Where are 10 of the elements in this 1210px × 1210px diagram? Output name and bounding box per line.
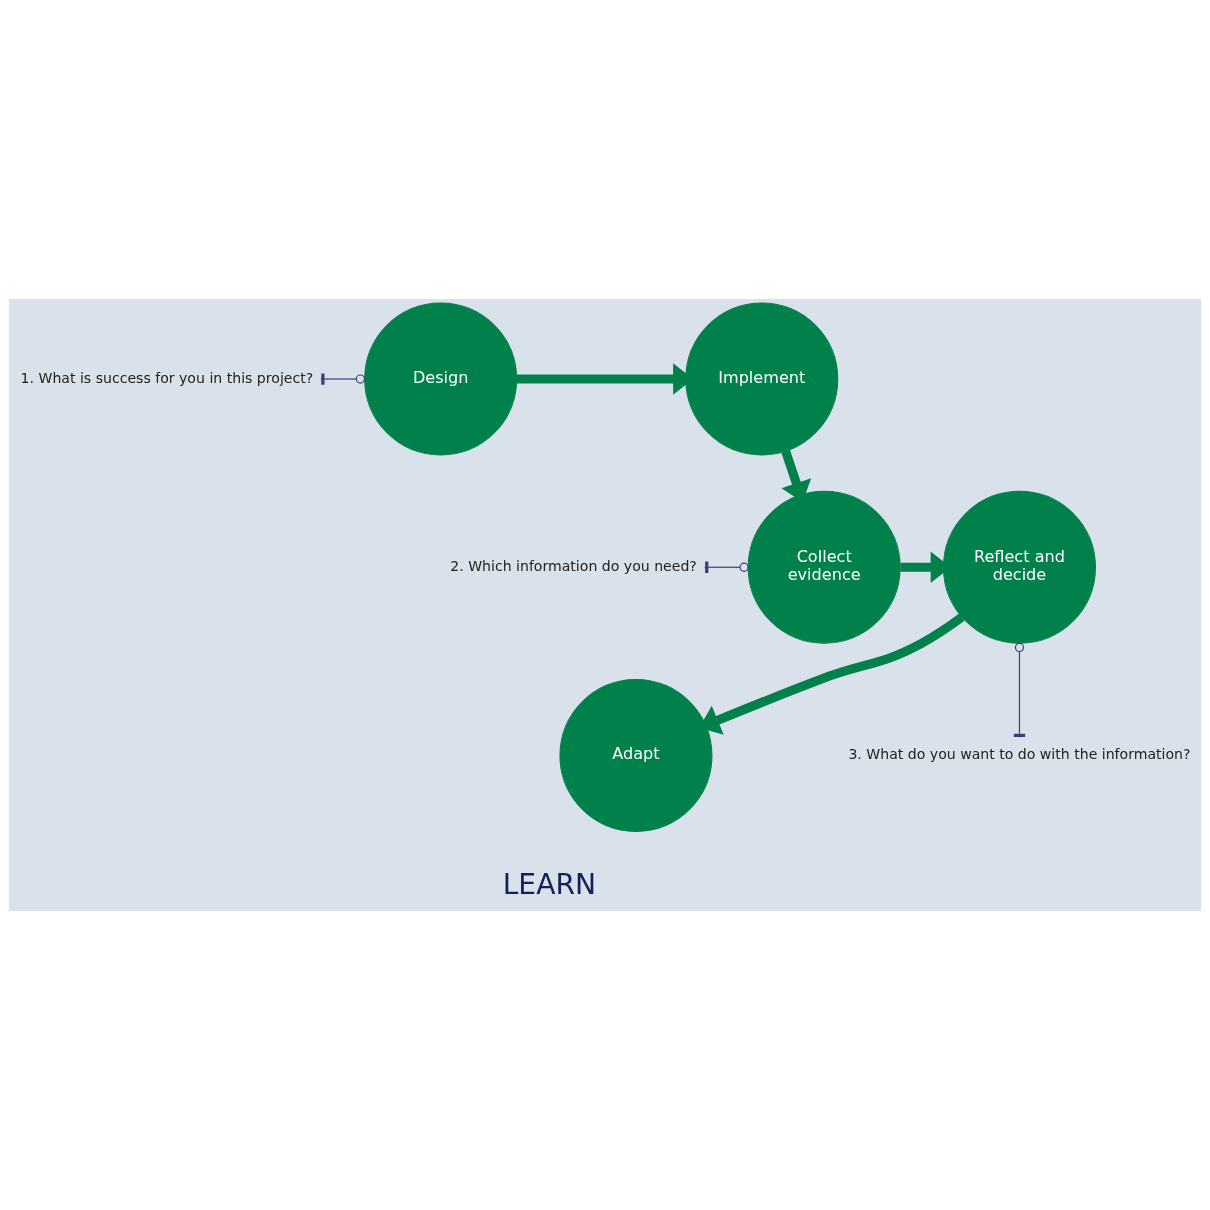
node-text: 1. What is success for you in this project? — [20, 369, 314, 386]
node-circle: Implement — [685, 302, 839, 456]
node-circle: Adapt — [559, 679, 713, 832]
label: LEARN — [502, 868, 597, 902]
node-circle: Collect evidence — [747, 490, 901, 644]
node-text: 2. Which information do you need? — [450, 557, 697, 574]
connector — [320, 373, 365, 385]
node-circle: Reflect and decide — [942, 490, 1096, 644]
node-circle: Design — [364, 302, 518, 456]
node-text: 3. What do you want to do with the information? — [848, 746, 1191, 763]
